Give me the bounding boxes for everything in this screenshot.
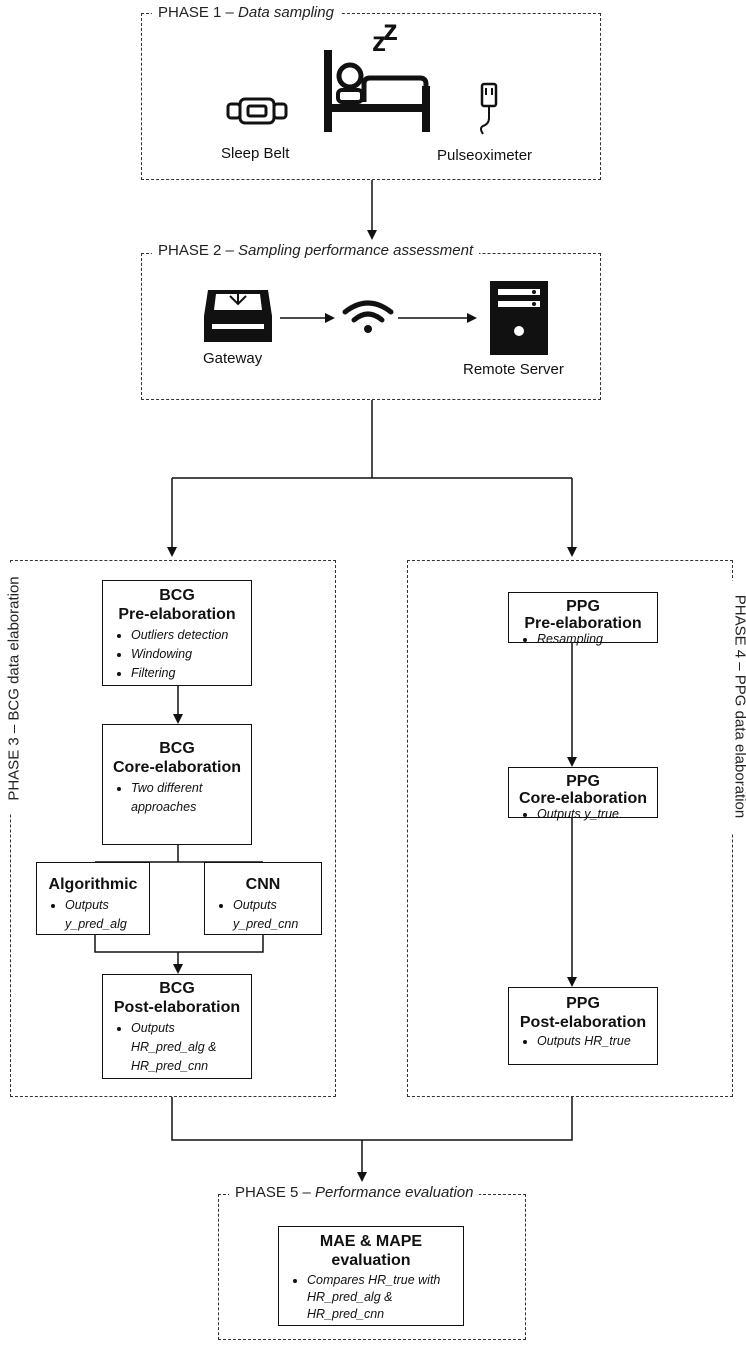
- bullet-item: Two different approaches: [131, 779, 245, 817]
- bcg-core-title-2: Core-elaboration: [112, 759, 241, 776]
- bullet-item: Resampling: [537, 632, 657, 647]
- bcg-core-title-1: BCG: [159, 740, 195, 757]
- ppg-core-title-1: PPG: [566, 773, 600, 790]
- ppg-core-title-2: Core-elaboration: [518, 790, 647, 807]
- phase4-title: PHASE 4 – PPG data elaboration: [731, 580, 746, 833]
- ppg-post-bullets: Outputs HR_true: [509, 1032, 657, 1051]
- sleep-belt-icon: [226, 97, 288, 125]
- ppg-post-title-2: Post-elaboration: [519, 1014, 647, 1031]
- ppg-pre-title-1: PPG: [566, 598, 600, 615]
- ppg-core-bullets: Outputs y_true: [509, 807, 657, 822]
- ppg-core-elaboration-box: PPG Core-elaboration Outputs y_true: [508, 767, 658, 821]
- cnn-box: CNN Outputs y_pred_cnn: [204, 862, 322, 935]
- gateway-label: Gateway: [203, 350, 263, 367]
- bcg-pre-title-1: BCG: [159, 587, 195, 604]
- algorithmic-title: Algorithmic: [48, 876, 138, 893]
- phase2-title: PHASE 2 – Sampling performance assessmen…: [152, 242, 480, 259]
- server-icon: [490, 281, 548, 355]
- bcg-core-elaboration-box: BCG Core-elaboration Two different appro…: [102, 724, 252, 845]
- phase1-title: PHASE 1 – Data sampling: [152, 4, 340, 21]
- eval-title-2: evaluation: [331, 1252, 411, 1269]
- bcg-post-title-1: BCG: [159, 980, 195, 997]
- algorithmic-box: Algorithmic Outputs y_pred_alg: [36, 862, 150, 935]
- bcg-core-bullets: Two different approaches: [103, 779, 251, 817]
- eval-title-1: MAE & MAPE: [319, 1233, 423, 1250]
- remote-server-label: Remote Server: [463, 361, 564, 378]
- bcg-pre-bullets: Outliers detection Windowing Filtering: [103, 626, 251, 683]
- bcg-pre-elaboration-box: BCG Pre-elaboration Outliers detection W…: [102, 580, 252, 686]
- bed-icon: [324, 50, 430, 132]
- phase5-title: PHASE 5 – Performance evaluation: [229, 1184, 480, 1201]
- bullet-item: Windowing: [131, 645, 251, 664]
- bullet-item: Outputs HR_true: [537, 1032, 657, 1051]
- bcg-post-title-2: Post-elaboration: [113, 999, 241, 1016]
- bullet-item: Outputs y_pred_cnn: [233, 896, 317, 934]
- sleep-belt-label: Sleep Belt: [221, 145, 290, 162]
- bullet-item: Outliers detection: [131, 626, 251, 645]
- phase3-title: PHASE 3 – BCG data elaboration: [5, 562, 23, 815]
- bullet-item: Filtering: [131, 664, 251, 683]
- zzz-icon-small: z: [372, 26, 386, 57]
- gateway-icon: [204, 290, 272, 342]
- merge-alg-cnn: [94, 935, 264, 953]
- ppg-post-elaboration-box: PPG Post-elaboration Outputs HR_true: [508, 987, 658, 1065]
- ppg-pre-elaboration-box: PPG Pre-elaboration Resampling: [508, 592, 658, 646]
- pulseoximeter-label: Pulseoximeter: [437, 147, 533, 164]
- eval-bullets: Compares HR_true with HR_pred_alg & HR_p…: [279, 1272, 463, 1323]
- wifi-icon: [342, 300, 394, 333]
- cnn-title: CNN: [245, 876, 281, 893]
- algorithmic-bullets: Outputs y_pred_alg: [37, 896, 149, 934]
- mae-mape-evaluation-box: MAE & MAPE evaluation Compares HR_true w…: [278, 1226, 464, 1326]
- bullet-item: Outputs HR_pred_alg & HR_pred_cnn: [131, 1019, 243, 1076]
- zzz-icon-large: z: [383, 14, 398, 47]
- ppg-pre-bullets: Resampling: [509, 632, 657, 647]
- bcg-post-bullets: Outputs HR_pred_alg & HR_pred_cnn: [103, 1019, 251, 1076]
- pulseoximeter-icon: [480, 82, 498, 135]
- phase1-container: [141, 13, 601, 180]
- bcg-post-elaboration-box: BCG Post-elaboration Outputs HR_pred_alg…: [102, 974, 252, 1079]
- ppg-post-title-1: PPG: [566, 995, 600, 1012]
- bullet-item: Compares HR_true with HR_pred_alg & HR_p…: [307, 1272, 457, 1323]
- bullet-item: Outputs y_true: [537, 807, 657, 822]
- bullet-item: Outputs y_pred_alg: [65, 896, 145, 934]
- phase3-container: [10, 560, 336, 1097]
- ppg-pre-title-2: Pre-elaboration: [524, 615, 642, 632]
- merge-phases: [171, 1097, 573, 1141]
- cnn-bullets: Outputs y_pred_cnn: [205, 896, 321, 934]
- bcg-pre-title-2: Pre-elaboration: [118, 606, 236, 623]
